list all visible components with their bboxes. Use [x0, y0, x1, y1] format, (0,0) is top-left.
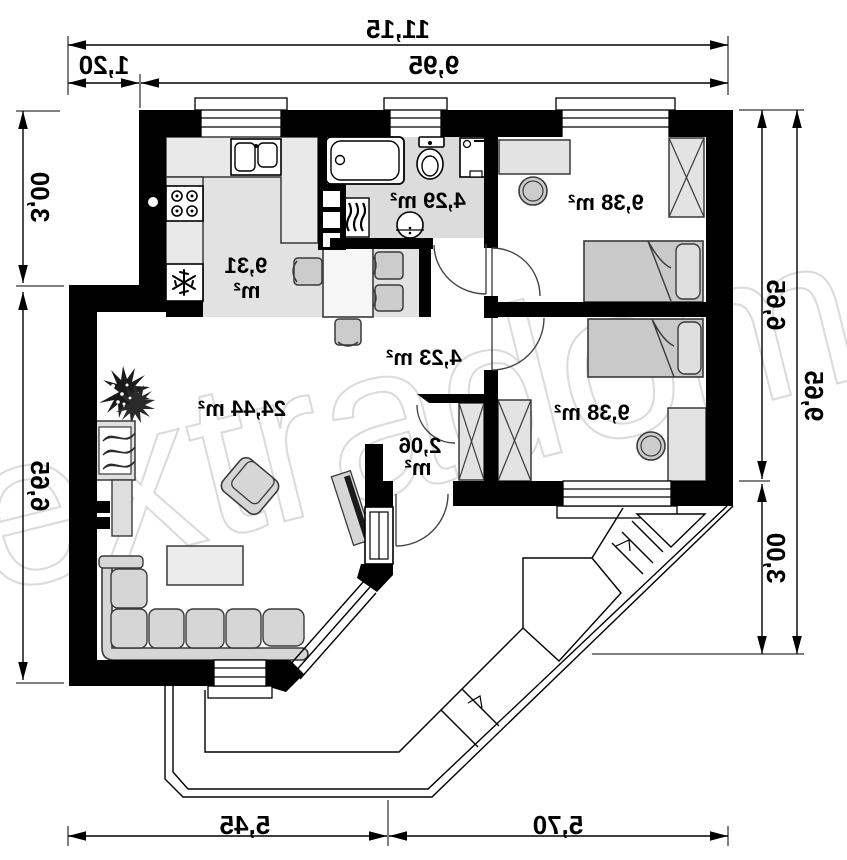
svg-text:5,45: 5,45 — [220, 810, 271, 840]
svg-text:5,70: 5,70 — [533, 810, 584, 840]
svg-text:2,06: 2,06 — [399, 433, 442, 458]
svg-text:4,23 m²: 4,23 m² — [386, 345, 462, 370]
svg-text:3,00: 3,00 — [25, 172, 55, 223]
svg-text:4,29 m²: 4,29 m² — [390, 188, 466, 213]
svg-text:9,38 m²: 9,38 m² — [568, 190, 644, 215]
svg-text:9,95: 9,95 — [409, 50, 460, 80]
svg-text:9,31: 9,31 — [225, 253, 268, 278]
svg-text:m²: m² — [405, 455, 432, 480]
svg-text:9,38 m²: 9,38 m² — [554, 400, 630, 425]
svg-text:6,65: 6,65 — [761, 280, 791, 331]
svg-text:11,15: 11,15 — [366, 14, 430, 44]
svg-text:9,65: 9,65 — [799, 371, 829, 422]
svg-text:24,44 m²: 24,44 m² — [198, 396, 286, 421]
svg-text:3,00: 3,00 — [761, 533, 791, 584]
svg-text:1,20: 1,20 — [79, 50, 130, 80]
svg-text:m²: m² — [234, 278, 261, 303]
svg-text:6,65: 6,65 — [25, 461, 55, 512]
